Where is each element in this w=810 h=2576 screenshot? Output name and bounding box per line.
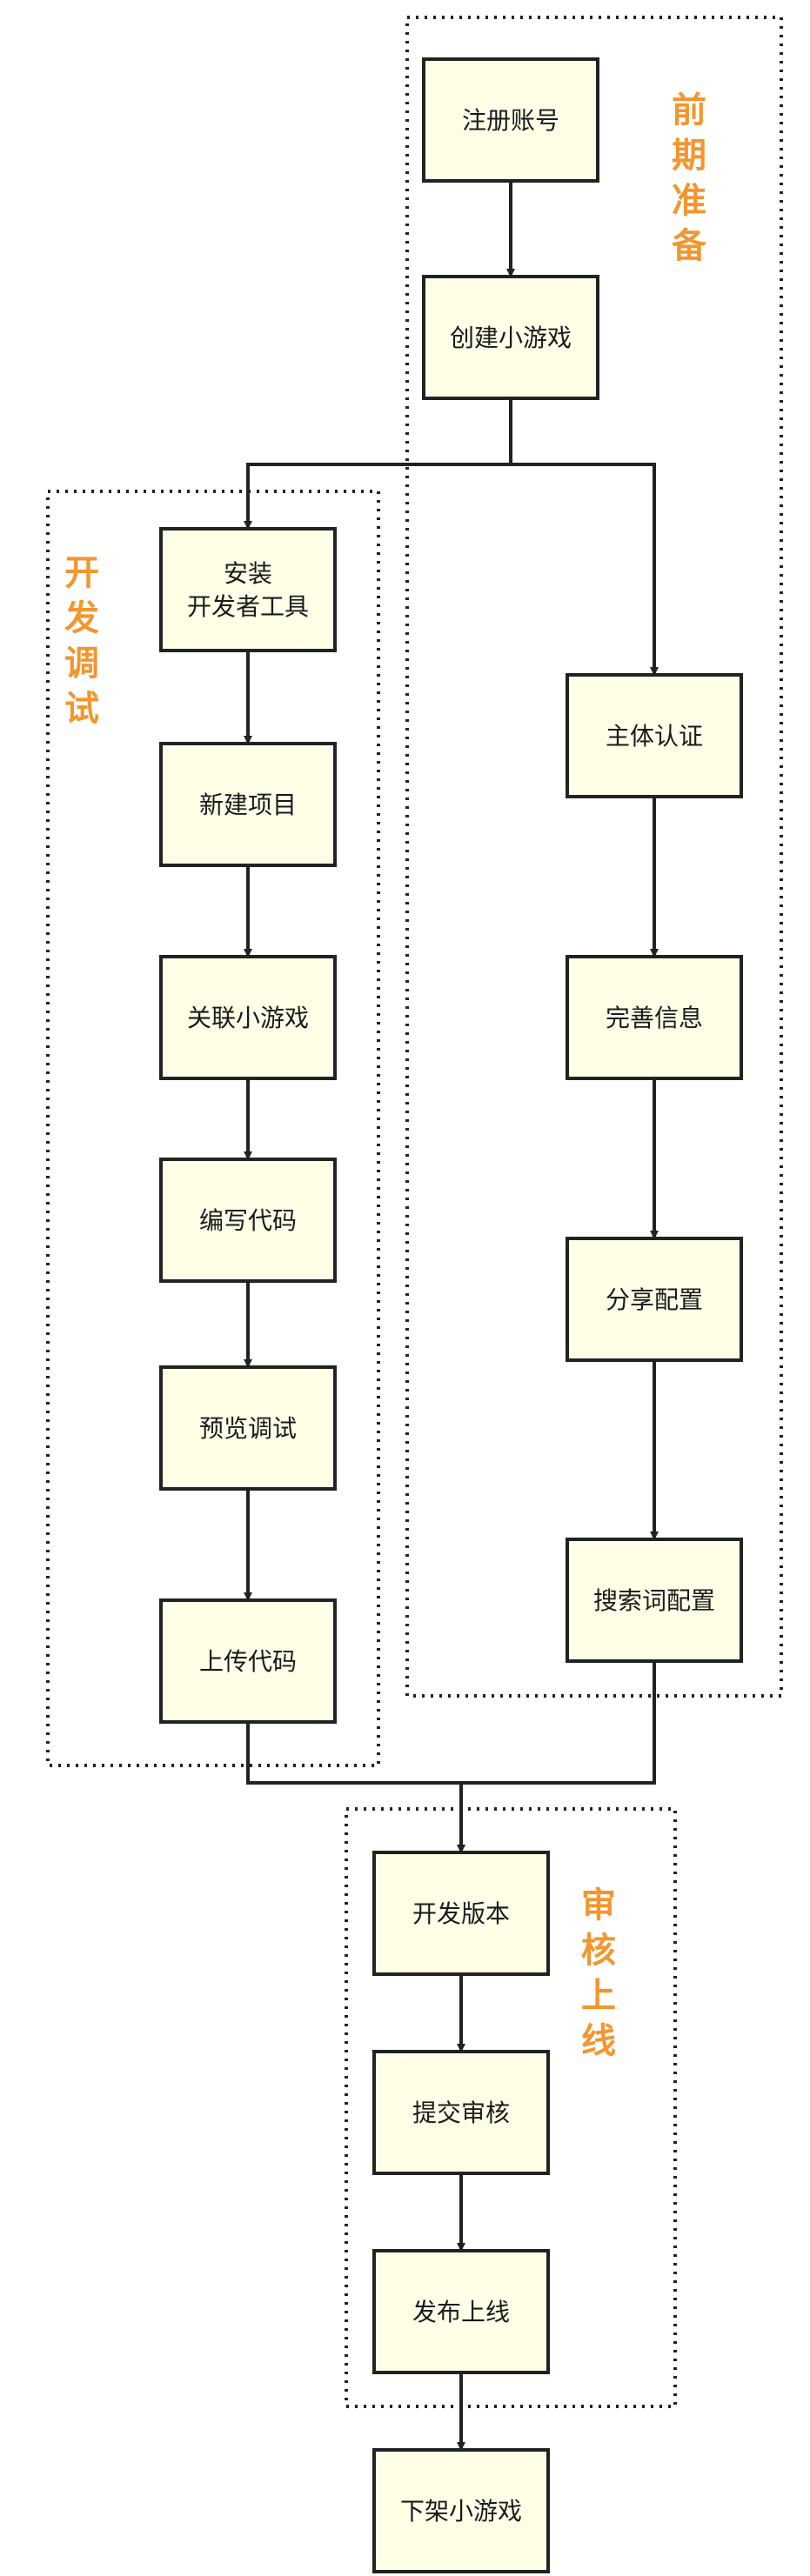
node-publish: 发布上线	[372, 2249, 550, 2374]
node-register: 注册账号	[422, 57, 599, 183]
node-link: 关联小游戏	[159, 955, 337, 1080]
node-label-upload: 上传代码	[199, 1647, 297, 1676]
node-verify: 主体认证	[566, 673, 743, 798]
node-preview: 预览调试	[159, 1365, 337, 1491]
edge-upload-to-dev_version	[246, 1722, 465, 1853]
node-box-preview	[159, 1365, 337, 1491]
node-submit: 提交审核	[372, 2050, 550, 2175]
group-label-prep: 前期准备	[672, 90, 707, 266]
group-box-dev	[46, 490, 380, 1767]
node-box-dev_version	[372, 1851, 550, 1976]
node-label-info: 完善信息	[606, 1004, 703, 1032]
node-offline: 下架小游戏	[372, 2448, 550, 2573]
node-box-info	[566, 955, 743, 1080]
edge-create-to-verify	[509, 398, 659, 676]
node-box-search	[566, 1538, 743, 1663]
node-label-link: 关联小游戏	[187, 1004, 309, 1032]
node-label-create: 创建小游戏	[450, 324, 572, 352]
node-label-search: 搜索词配置	[593, 1586, 715, 1615]
node-label-share: 分享配置	[606, 1285, 703, 1314]
edge-search-to-dev_version	[457, 1661, 656, 1853]
node-label-dev_version: 开发版本	[412, 1899, 510, 1928]
node-info: 完善信息	[566, 955, 743, 1080]
node-box-submit	[372, 2050, 550, 2175]
node-share: 分享配置	[566, 1237, 743, 1362]
node-box-code	[159, 1158, 337, 1283]
node-label-register: 注册账号	[462, 106, 559, 135]
node-box-install	[159, 527, 337, 652]
node-label-verify: 主体认证	[606, 722, 703, 751]
node-box-publish	[372, 2249, 550, 2374]
node-box-verify	[566, 673, 743, 798]
node-new_project: 新建项目	[159, 742, 337, 867]
node-install: 安装开发者工具	[159, 527, 337, 652]
node-dev_version: 开发版本	[372, 1851, 550, 1976]
group-box-prep	[405, 16, 783, 1698]
node-box-offline	[372, 2448, 550, 2573]
node-label-new_project: 新建项目	[199, 791, 297, 819]
node-search: 搜索词配置	[566, 1538, 743, 1663]
node-box-link	[159, 955, 337, 1080]
node-label-install: 安装开发者工具	[187, 559, 309, 621]
node-label-publish: 发布上线	[412, 2298, 510, 2326]
group-label-review: 审核上线	[581, 1885, 616, 2061]
node-box-create	[422, 275, 599, 400]
node-box-upload	[159, 1598, 337, 1724]
node-upload: 上传代码	[159, 1598, 337, 1724]
node-create: 创建小游戏	[422, 275, 599, 400]
node-code: 编写代码	[159, 1158, 337, 1283]
node-label-code: 编写代码	[199, 1206, 297, 1235]
node-box-share	[566, 1237, 743, 1362]
group-box-review	[345, 1807, 677, 2408]
group-label-dev: 开发调试	[64, 553, 99, 729]
node-label-submit: 提交审核	[412, 2099, 510, 2127]
node-box-new_project	[159, 742, 337, 867]
node-label-preview: 预览调试	[199, 1414, 297, 1443]
node-label-offline: 下架小游戏	[400, 2497, 522, 2526]
node-box-register	[422, 57, 599, 183]
